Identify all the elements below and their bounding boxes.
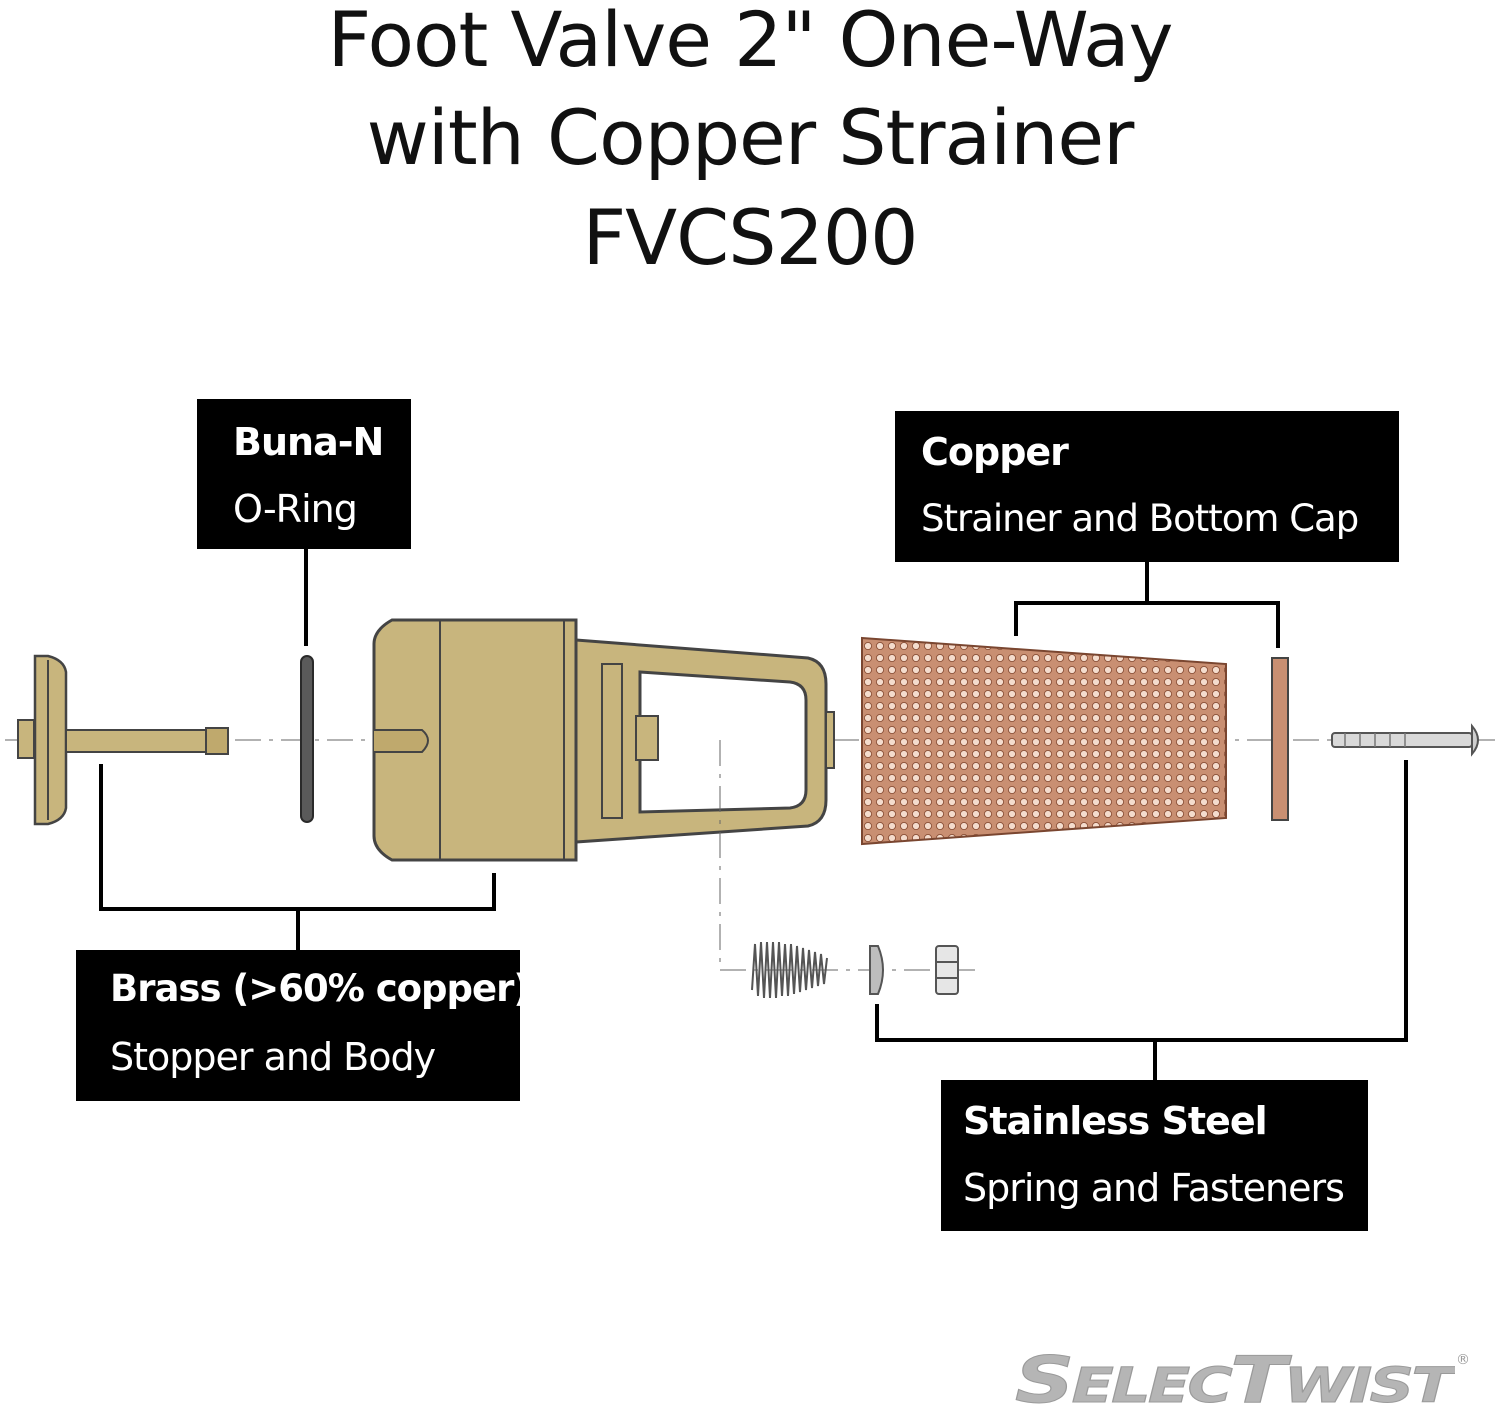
label-buna-part: O-Ring [233,487,358,531]
registered-mark: ® [1456,1352,1470,1368]
spring-part [751,941,828,999]
label-steel-part: Spring and Fasteners [963,1166,1345,1210]
label-copper-part: Strainer and Bottom Cap [921,497,1359,540]
label-copper: Copper Strainer and Bottom Cap [895,411,1399,562]
label-brass-part: Stopper and Body [110,1035,436,1079]
title-line-2: with Copper Strainer [366,93,1135,182]
leader-steel [875,760,1408,1042]
washer-part [869,945,884,995]
bolt-part [1331,723,1479,757]
label-buna-n: Buna-N O-Ring [197,399,411,549]
nut-part [935,945,959,995]
label-buna-material: Buna-N [233,420,384,464]
stopper-part [17,654,229,826]
title-line-3: FVCS200 [582,193,918,282]
o-ring-part [300,655,314,823]
valve-body-part [372,618,835,862]
bottom-cap-part [1271,657,1289,821]
label-copper-material: Copper [921,430,1069,474]
copper-strainer-part [861,636,1227,846]
leader-copper [1014,601,1280,648]
label-brass-material: Brass (>60% copper) [110,967,530,1010]
leader-lines [99,549,1408,1080]
label-brass: Brass (>60% copper) Stopper and Body [76,950,530,1101]
label-stainless-steel: Stainless Steel Spring and Fasteners [941,1080,1368,1231]
title-line-1: Foot Valve 2" One-Way [327,0,1173,84]
label-steel-material: Stainless Steel [963,1099,1268,1143]
